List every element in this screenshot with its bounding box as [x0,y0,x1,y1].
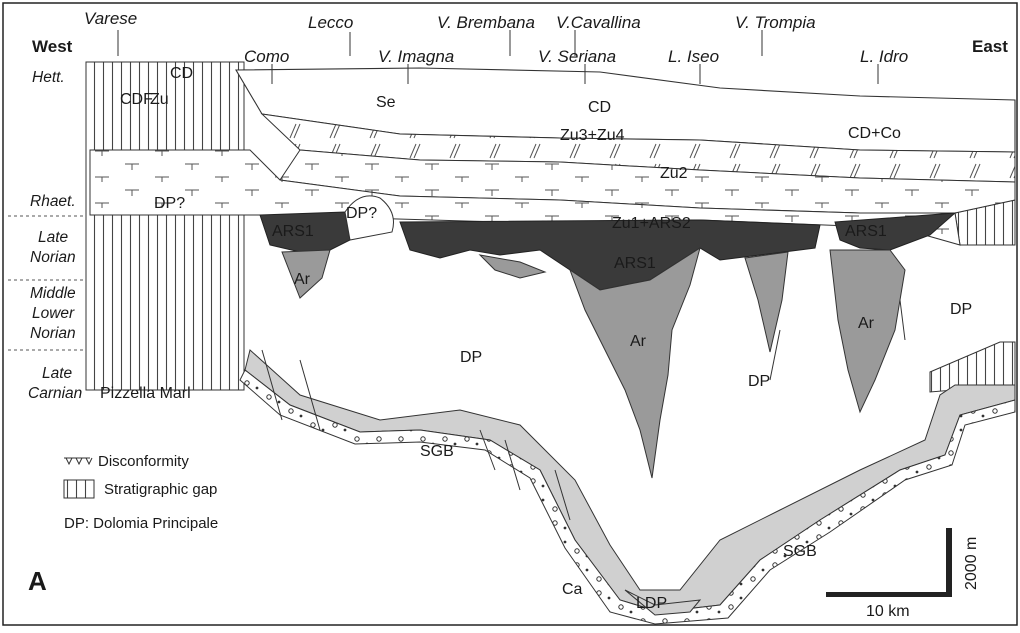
unit-dp-east: DP [950,301,972,318]
label-east: East [972,37,1008,56]
label-l-idro: L. Idro [860,47,908,66]
label-v-cavallina: V.Cavallina [556,13,641,32]
label-v-brembana: V. Brembana [437,13,535,32]
unit-cd-west: CD [170,65,193,82]
age-mid-norian-2: Lower [32,305,75,322]
age-hett: Hett. [32,69,65,86]
unit-sgb-west: SGB [420,443,454,460]
unit-ars1-west: ARS1 [272,223,314,240]
vertical-scale-bar [946,528,952,592]
label-west: West [32,37,73,56]
unit-zu1-ars2: Zu1+ARS2 [612,215,691,232]
age-mid-norian-3: Norian [30,325,76,342]
unit-dp-center: DP [460,349,482,366]
label-varese: Varese [84,9,137,28]
unit-zu34: Zu3+Zu4 [560,127,625,144]
legend-dp: DP: Dolomia Principale [64,515,218,532]
age-late-norian-1: Late [38,229,69,246]
unit-cd-top: CD [588,99,611,116]
scale-vertical-label: 2000 m [963,537,980,590]
age-mid-norian-1: Middle [30,285,76,302]
unit-ldp: LDP [636,595,667,612]
unit-dp-q2: DP? [346,205,377,222]
unit-dp-q1: DP? [154,195,185,212]
unit-pizzella-marl: Pizzella Marl [100,385,191,402]
unit-zu2: Zu2 [660,165,688,182]
legend-disconformity: Disconformity [98,453,189,470]
unit-ar-west: Ar [294,271,311,288]
label-lecco: Lecco [308,13,353,32]
age-rhaet: Rhaet. [30,193,76,210]
label-v-trompia: V. Trompia [735,13,816,32]
age-late-norian-2: Norian [30,249,76,266]
unit-cd-co: CD+Co [848,125,901,142]
legend-stratigraphic-gap: Stratigraphic gap [104,481,217,498]
unit-sgb-east: SGB [783,543,817,560]
unit-ars1-center: ARS1 [614,255,656,272]
horizontal-scale-bar [826,592,952,597]
unit-ar-east: Ar [858,315,875,332]
unit-zu-west: Zu [150,91,169,108]
scale-horizontal-label: 10 km [866,603,910,620]
gap-swatch [64,480,94,498]
unit-se: Se [376,94,396,111]
label-v-imagna: V. Imagna [378,47,454,66]
unit-ca: Ca [562,581,583,598]
age-late-carnian-2: Carnian [28,385,82,402]
label-l-iseo: L. Iseo [668,47,719,66]
label-como: Como [244,47,289,66]
age-late-carnian-1: Late [42,365,73,382]
unit-cdf: CDF [120,91,153,108]
gap-west-lower [108,285,244,390]
unit-ars1-east: ARS1 [845,223,887,240]
label-v-seriana: V. Seriana [538,47,616,66]
unit-ar-center: Ar [630,333,647,350]
panel-label: A [28,566,47,596]
unit-dp-mid: DP [748,373,770,390]
